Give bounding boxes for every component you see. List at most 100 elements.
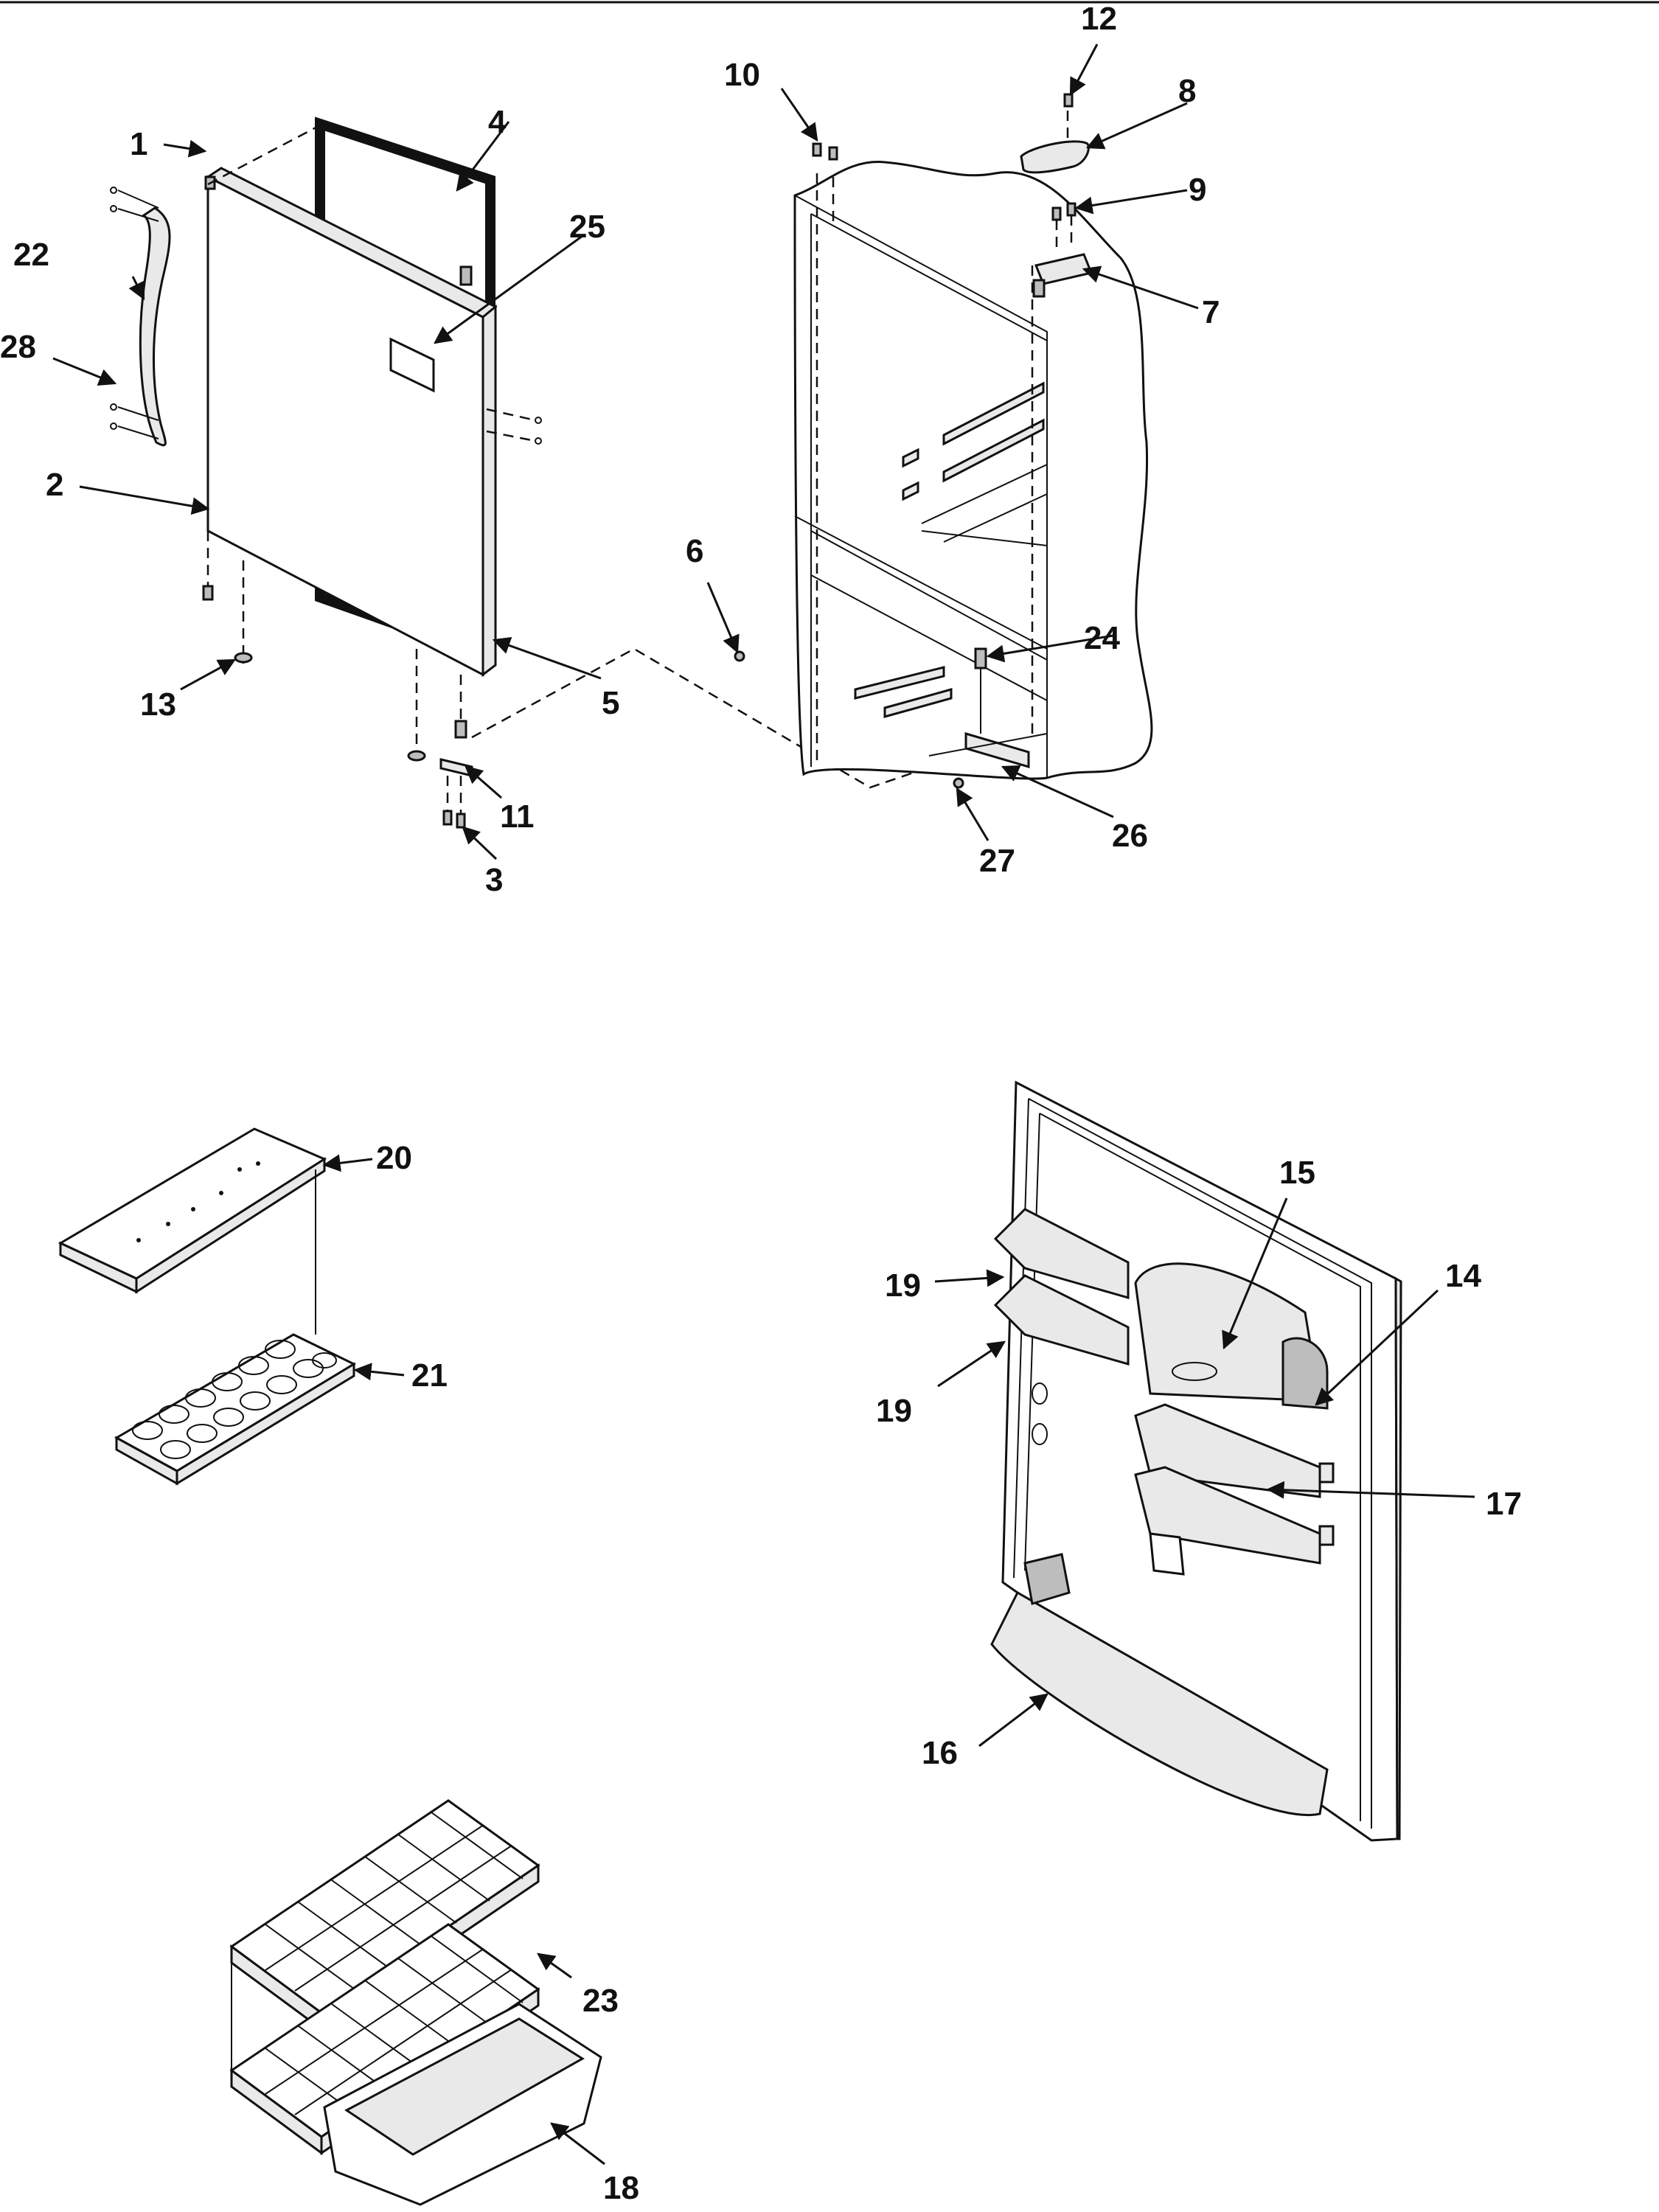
door-bin-lower [993,1274,1130,1366]
bottle-holder [1149,1532,1185,1576]
handle-screw-line [117,189,159,209]
door-screw [535,437,542,445]
handle-screw-line [117,425,159,439]
callout-4: 4 [488,104,507,140]
shelf-hole [219,1191,223,1195]
ice-tray-assembly [58,1127,357,1486]
cabinet-inner-line [921,530,1048,546]
handle-screw-line [117,406,159,421]
cabinet-shelf-line [810,530,1048,661]
cabinet-screw [828,146,838,161]
door-hole [1032,1423,1048,1445]
callout-3: 3 [485,862,503,898]
callout-14: 14 [1445,1258,1481,1294]
door-handle [139,206,171,447]
egg-cups [132,1340,337,1459]
cabinet-bottom-rail [883,688,953,718]
door-screw [535,417,542,424]
assembly-line [486,430,536,442]
egg-tray [114,1333,357,1472]
hinge-screw-27 [953,777,964,789]
door-side-panel [1394,1276,1402,1840]
callout-16: 16 [922,1735,958,1771]
callout-1: 1 [130,126,147,162]
handle-screw [110,205,117,212]
door-liner-frame [1013,1098,1372,1829]
callout-18: 18 [603,2170,639,2206]
callout-24: 24 [1084,620,1120,656]
callout-leaders [52,44,1475,2166]
callout-11: 11 [500,799,535,835]
shelf-hole [136,1238,141,1242]
cabinet-shelf-rail [902,448,919,468]
callout-12: 12 [1081,1,1117,37]
door-washer [407,750,426,762]
assembly-line [471,647,996,789]
callout-19a: 19 [885,1267,921,1304]
callout-27: 27 [979,843,1015,879]
cabinet-shelf-rail [942,418,1045,483]
door-washer [234,652,253,664]
cabinet-shelf-line [794,515,1048,650]
ice-cube-grid-upper [265,1812,524,1992]
callout-6: 6 [686,533,703,569]
door-label-plate [389,337,435,393]
handle-screw [110,187,117,194]
callout-2: 2 [46,467,63,503]
hinge-pin [454,720,467,739]
door-stop-screw [459,265,473,286]
shelf-hole [166,1222,170,1226]
callout-25: 25 [569,209,605,245]
door-hole [1032,1382,1048,1405]
cabinet-bottom-rail [854,666,945,700]
cabinet-screw [812,142,822,157]
top-hinge-pin [1032,279,1046,298]
bin-clip [1318,1525,1335,1546]
callout-22: 22 [13,237,49,273]
assembly-line [207,124,321,186]
fresh-food-door-assembly [990,1080,1402,1842]
bottom-bushing [202,585,214,601]
shelf-hole [237,1167,242,1172]
cabinet-assembly [734,93,1153,789]
callout-26: 26 [1112,818,1148,854]
freezer-door-assembly [110,116,996,829]
bin-stop [1023,1553,1071,1605]
assembly-line [486,408,536,422]
callout-8: 8 [1178,73,1196,109]
shelf-hole [191,1207,195,1211]
callout-9: 9 [1189,172,1206,208]
handle-screw [110,403,117,411]
bottom-hinge-bracket [964,731,1030,769]
door-bottom-bin [990,1590,1329,1816]
door-liner-inner [1024,1113,1361,1821]
hinge-cover-screw [1063,93,1074,108]
handle-screw [110,422,117,430]
hinge-cover [1020,140,1090,174]
handle-screw-line [117,208,159,222]
cabinet-front-frame [794,195,1048,778]
ice-cube-grid-lower [265,1935,524,2115]
ice-bin-interior [344,2017,585,2156]
callout-7: 7 [1202,294,1220,330]
cabinet-shelf-line [810,574,1048,701]
callout-15: 15 [1279,1155,1315,1191]
callout-20: 20 [376,1140,412,1176]
cabinet-outline [793,161,1153,780]
freezer-door-panel [206,175,484,677]
hinge-screw [456,813,466,829]
callout-23: 23 [582,1983,619,2019]
bottom-hinge-pin [974,647,987,669]
bin-clip [1318,1462,1335,1484]
dairy-handle [1172,1362,1217,1381]
hinge-screw [442,810,453,826]
cabinet-screw-6 [734,650,745,662]
callout-13: 13 [140,686,176,723]
door-bin-upper [993,1208,1130,1299]
hinge-shaft [928,733,1048,757]
shelf-hole [256,1161,260,1166]
cabinet-shelf-rail [942,381,1045,446]
hinge-screw [1051,206,1062,221]
ice-cube-trays-assembly [229,1799,602,2206]
door-side-edge [481,304,497,678]
